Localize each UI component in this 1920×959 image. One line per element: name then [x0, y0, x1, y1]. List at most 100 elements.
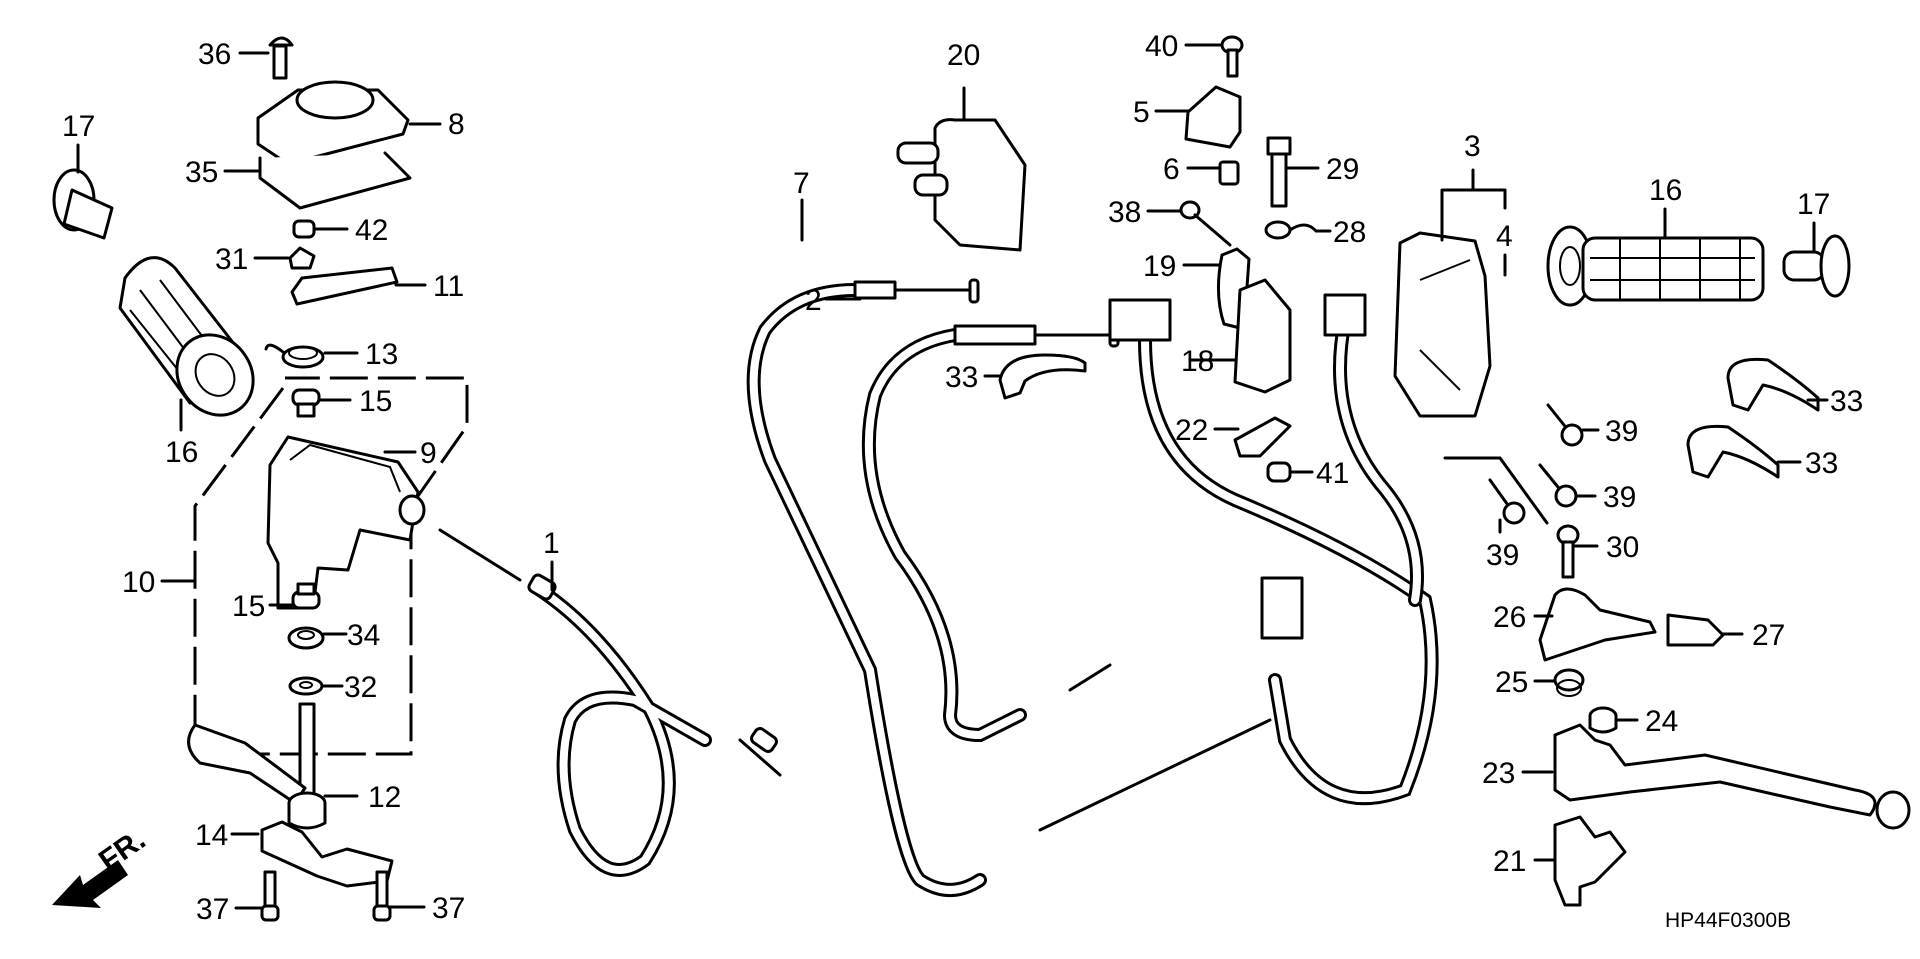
label-21: 21: [1493, 845, 1526, 878]
guide-line: [1443, 456, 1549, 525]
part-24-cap[interactable]: [1588, 706, 1639, 734]
front-direction-arrow-icon: [52, 860, 128, 908]
part-42-nut[interactable]: [292, 219, 349, 239]
label-41: 41: [1316, 457, 1349, 490]
label-38: 38: [1108, 196, 1141, 229]
label-33-right-lower: 33: [1805, 447, 1838, 480]
drawing-code: HP44F0300B: [1665, 909, 1791, 932]
part-3-4-handlebar-switch[interactable]: [1393, 168, 1507, 418]
part-5-relay[interactable]: [1154, 85, 1242, 149]
label-34: 34: [347, 619, 380, 652]
label-5: 5: [1133, 96, 1150, 129]
label-2: 2: [805, 284, 822, 317]
part-20-switch-housing[interactable]: [896, 86, 1027, 252]
part-38-screw[interactable]: [1146, 200, 1232, 247]
part-39-screw-c[interactable]: [1488, 478, 1526, 534]
part-25-spring[interactable]: [1533, 668, 1585, 697]
label-11: 11: [433, 270, 464, 303]
part-17-bar-end-right[interactable]: [1782, 221, 1851, 298]
label-33-right-upper: 33: [1830, 385, 1863, 418]
part-32-washer[interactable]: [288, 676, 344, 696]
label-19: 19: [1143, 250, 1176, 283]
part-17-bar-end-left[interactable]: [52, 143, 114, 240]
part-15-bushing-lower[interactable]: [268, 582, 321, 610]
part-33-clamp-center[interactable]: [983, 353, 1087, 400]
label-28: 28: [1333, 216, 1366, 249]
part-12-throttle-lever[interactable]: [187, 702, 359, 830]
label-17-left: 17: [62, 110, 95, 143]
part-11-plate[interactable]: [290, 266, 427, 306]
part-33-clamp-right-lower[interactable]: [1686, 424, 1802, 479]
part-41-nut[interactable]: [1266, 461, 1314, 483]
label-33-center: 33: [945, 361, 978, 394]
label-29: 29: [1326, 153, 1359, 186]
part-34-seal[interactable]: [287, 626, 348, 650]
part-9-throttle-housing[interactable]: [266, 435, 426, 610]
part-16-grip-right[interactable]: [1546, 207, 1765, 307]
part-37-bolt-left[interactable]: [234, 870, 280, 922]
label-39-a: 39: [1605, 415, 1638, 448]
part-8-cover[interactable]: [256, 80, 442, 166]
front-direction-label: FR.: [93, 823, 152, 878]
label-42: 42: [355, 214, 388, 247]
label-20: 20: [947, 39, 980, 72]
label-16-right: 16: [1649, 174, 1682, 207]
label-13: 13: [365, 338, 398, 371]
label-35: 35: [185, 156, 218, 189]
label-39-c: 39: [1486, 539, 1519, 572]
label-23: 23: [1482, 757, 1515, 790]
label-25: 25: [1495, 666, 1528, 699]
label-22: 22: [1175, 414, 1208, 447]
label-10: 10: [122, 566, 155, 599]
part-23-brake-lever[interactable]: [1521, 723, 1911, 830]
part-6-cap[interactable]: [1186, 160, 1240, 186]
part-13-spring[interactable]: [264, 343, 359, 369]
part-37-bolt-right[interactable]: [372, 870, 426, 922]
part-14-bracket[interactable]: [230, 820, 394, 888]
part-39-screw-a[interactable]: [1546, 403, 1600, 447]
part-7-cable[interactable]: [746, 198, 1272, 897]
label-32: 32: [344, 671, 377, 704]
label-8: 8: [448, 108, 465, 141]
label-16-left: 16: [165, 436, 198, 469]
label-9: 9: [420, 437, 437, 470]
part-33-clamp-right-upper[interactable]: [1726, 357, 1829, 412]
label-26: 26: [1493, 601, 1526, 634]
part-36-screw[interactable]: [238, 36, 294, 80]
part-28-spring[interactable]: [1264, 220, 1332, 240]
part-29-bolt[interactable]: [1266, 136, 1320, 208]
part-30-pivot-bolt[interactable]: [1556, 524, 1599, 579]
label-17-right: 17: [1797, 188, 1830, 221]
label-15-lower: 15: [232, 590, 265, 623]
label-36: 36: [198, 38, 231, 71]
label-15-upper: 15: [359, 385, 392, 418]
label-1: 1: [543, 527, 560, 560]
part-2-cable[interactable]: [824, 297, 1120, 743]
part-26-lever-plate[interactable]: [1533, 587, 1657, 662]
part-15-bushing-upper[interactable]: [291, 388, 352, 418]
part-16-grip-left[interactable]: [118, 256, 269, 432]
part-1-throttle-cable[interactable]: [438, 528, 782, 877]
label-18: 18: [1181, 345, 1214, 378]
label-14: 14: [195, 819, 228, 852]
label-24: 24: [1645, 705, 1678, 738]
label-4: 4: [1496, 220, 1513, 253]
part-40-screw[interactable]: [1184, 35, 1244, 78]
part-31-washer[interactable]: [253, 246, 316, 270]
wire-harness[interactable]: [1108, 293, 1439, 806]
label-6: 6: [1163, 153, 1180, 186]
label-7: 7: [793, 167, 810, 200]
label-40: 40: [1145, 30, 1178, 63]
part-39-screw-b[interactable]: [1538, 463, 1597, 508]
part-18-lever-bracket[interactable]: [1188, 278, 1292, 394]
part-35-gasket[interactable]: [223, 151, 412, 210]
label-31: 31: [215, 243, 248, 276]
part-10-throttle-housing-assembly[interactable]: [160, 376, 469, 756]
label-39-b: 39: [1603, 481, 1636, 514]
part-27-rubber[interactable]: [1666, 613, 1744, 647]
part-22-plate[interactable]: [1213, 416, 1292, 458]
label-37-right: 37: [432, 892, 465, 925]
part-21-lever-bracket[interactable]: [1533, 815, 1627, 907]
label-27: 27: [1752, 619, 1785, 652]
